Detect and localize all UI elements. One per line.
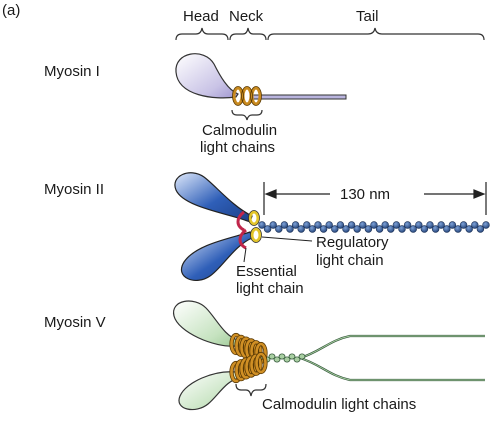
coil-bead <box>437 221 445 229</box>
coil-bead <box>476 225 485 233</box>
myosin1-annotation-line2: light chains <box>200 139 276 156</box>
myosin5-annotation: Calmodulin light chains <box>262 396 417 413</box>
coil-bead <box>269 221 277 229</box>
myosin5-calmodulin-rings <box>229 332 268 384</box>
coil-bead <box>454 225 462 233</box>
myosin5-molecule <box>173 300 485 411</box>
myosin2-essential-light-chain <box>236 210 247 250</box>
essential-leader <box>243 247 247 263</box>
region-braces <box>175 27 485 41</box>
coil-bead <box>471 221 479 229</box>
coil-bead <box>280 221 289 229</box>
coil-bead <box>325 221 333 229</box>
myosin5-tail-strand-upper-inner <box>299 335 485 359</box>
coil-bead <box>303 221 311 229</box>
coil-bead <box>268 353 276 360</box>
coil-bead <box>258 221 266 229</box>
coil-bead <box>288 353 296 360</box>
myosin2-regulatory-light-chain <box>248 210 262 243</box>
myosin5-tail-strand-upper <box>299 334 485 360</box>
coil-bead <box>263 225 272 233</box>
myosin5-name: Myosin V <box>44 314 106 331</box>
coil-bead <box>403 221 412 229</box>
myosin1-name: Myosin I <box>44 63 100 80</box>
coil-bead <box>465 225 473 233</box>
coil-bead <box>448 221 457 229</box>
coil-bead <box>398 225 406 233</box>
myosin2-head-upper <box>174 172 253 223</box>
coil-bead <box>409 225 417 233</box>
coil-bead <box>381 221 389 229</box>
coil-bead <box>459 221 468 229</box>
coil-bead <box>387 225 395 233</box>
coil-bead <box>426 221 434 229</box>
coil-bead <box>347 221 356 229</box>
coil-bead <box>353 225 361 233</box>
myosin5-tail-strand-lower <box>299 356 485 382</box>
tail-brace <box>267 27 485 41</box>
neck-brace <box>229 27 267 41</box>
myosin5-tail-strand-lower-inner <box>299 357 485 381</box>
coil-bead <box>482 221 490 229</box>
myosin5-head-upper <box>173 300 239 347</box>
myosin2-length-label: 130 nm <box>340 186 391 203</box>
coil-bead <box>375 225 384 233</box>
coil-bead <box>319 225 328 233</box>
myosin2-essential-line2: light chain <box>236 280 304 297</box>
coil-bead <box>431 225 440 233</box>
coil-bead <box>392 221 401 229</box>
myosin1-molecule <box>175 53 347 121</box>
coil-bead <box>278 353 286 360</box>
myosin2-molecule <box>174 172 490 281</box>
coil-bead <box>291 221 300 229</box>
myosin1-head <box>175 53 239 99</box>
coil-bead <box>283 356 291 363</box>
myosin2-regulatory-line1: Regulatory <box>316 234 389 251</box>
region-label-neck: Neck <box>229 8 264 25</box>
calmodulin-ring <box>255 352 267 374</box>
myosin1-annotation-line1: Calmodulin <box>202 122 278 139</box>
coil-bead <box>359 221 367 229</box>
coil-bead <box>273 356 281 363</box>
myosin1-calmodulin-brace <box>231 109 263 121</box>
coil-bead <box>342 225 350 233</box>
myosin5-head-lower <box>178 371 242 411</box>
myosin2-regulatory-line2: light chain <box>316 252 384 269</box>
myosin2-coiled-coil-tail <box>258 221 490 233</box>
coil-bead <box>420 225 429 233</box>
coil-bead <box>308 225 317 233</box>
myosin2-head-lower <box>181 231 253 281</box>
coil-bead <box>443 225 451 233</box>
coil-bead <box>297 225 305 233</box>
coil-bead <box>314 221 322 229</box>
myosin2-130nm-arrow <box>263 182 487 215</box>
region-label-head: Head <box>183 8 219 25</box>
coil-bead <box>331 225 339 233</box>
regulatory-leader <box>261 236 313 242</box>
coil-bead <box>370 221 378 229</box>
myosin5-calmodulin-brace <box>235 383 267 397</box>
coil-bead <box>275 225 283 233</box>
myosin1-tail <box>249 94 347 100</box>
coil-bead <box>415 221 423 229</box>
myosin1-calmodulin-rings <box>232 86 262 106</box>
coil-bead <box>286 225 294 233</box>
coil-bead <box>364 225 373 233</box>
panel-label: (a) <box>2 2 21 19</box>
myosin2-essential-line1: Essential <box>236 263 297 280</box>
head-brace <box>175 27 229 41</box>
region-label-tail: Tail <box>356 8 379 25</box>
myosin2-name: Myosin II <box>44 181 105 198</box>
coil-bead <box>293 356 301 363</box>
coil-bead <box>336 221 345 229</box>
coil-bead <box>298 353 306 360</box>
